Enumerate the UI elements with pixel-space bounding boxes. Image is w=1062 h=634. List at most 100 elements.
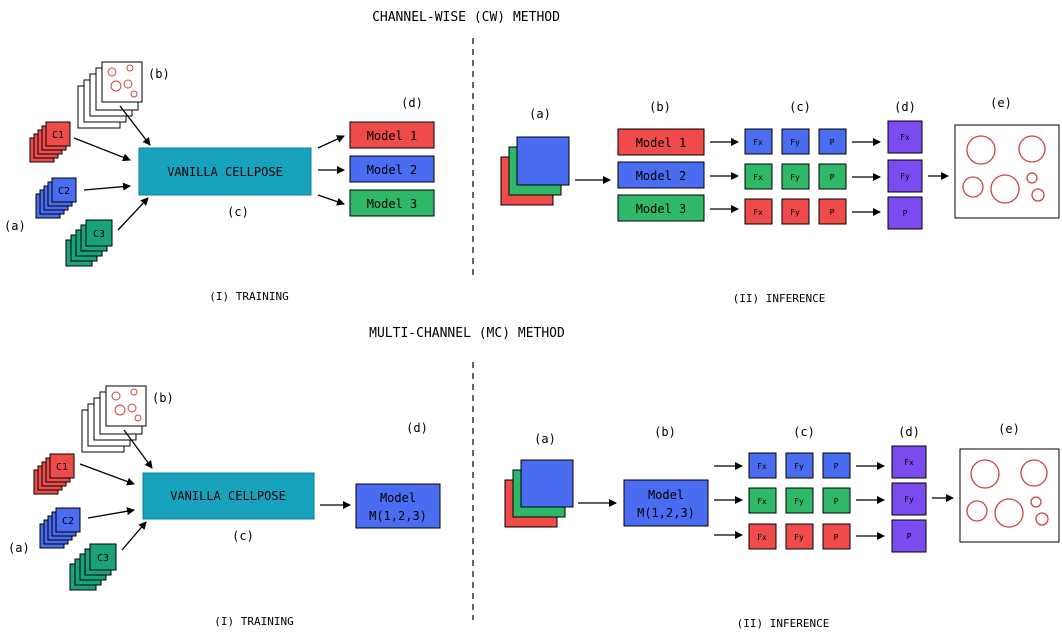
- mc-out-r1-fy: [785, 452, 814, 479]
- cw-train-model3-label: Model 3: [367, 197, 418, 211]
- cw-inf-model1: [617, 128, 705, 156]
- cw-merged-fx: [887, 120, 923, 154]
- cw-train-label-a: (a): [4, 219, 26, 233]
- cw-out-r1-p: [818, 128, 847, 155]
- cw-inf-label-a: (a): [529, 107, 551, 121]
- cw-arrow-model3: [317, 194, 345, 206]
- cw-out-r1-fy: [781, 128, 810, 155]
- mc-merged-p: [891, 519, 927, 553]
- mc-merged-p-label: P: [907, 532, 912, 541]
- mc-train-label-b: (b): [152, 391, 174, 405]
- cw-train-model1-label: Model 1: [367, 129, 418, 143]
- cw-train-model1: [349, 121, 435, 149]
- mc-mask-stack: [81, 385, 147, 453]
- mc-cellpose-box: [142, 472, 315, 520]
- cw-arrow-c1: [73, 137, 131, 162]
- cw-c2-stack: [35, 177, 77, 219]
- mc-out-r2-fx: [748, 487, 777, 514]
- cw-inf-model2: [617, 161, 705, 189]
- mc-out-r3-fx-label: Fx: [757, 533, 767, 542]
- cw-out-r3-p-label: P: [830, 208, 835, 217]
- cw-inf-label-d: (d): [894, 100, 916, 114]
- mc-merged-fy: [891, 482, 927, 516]
- cw-arrow-b: [119, 105, 151, 146]
- mc-arrow-b: [123, 429, 153, 469]
- mc-inf-label-e: (e): [998, 422, 1020, 436]
- mc-inf-model: [623, 479, 709, 527]
- cw-inf-label-e: (e): [990, 96, 1012, 110]
- mc-title: MULTI-CHANNEL (MC) METHOD: [369, 326, 565, 341]
- cw-train-model2: [349, 155, 435, 183]
- cw-c3-stack: [65, 219, 113, 267]
- mc-out-r1-p: [822, 452, 851, 479]
- mc-train-model: [355, 483, 441, 529]
- cw-out-r2-fx-label: Fx: [753, 173, 763, 182]
- cw-c1-stack: [29, 121, 71, 163]
- mc-train-model-line1: Model: [380, 491, 416, 505]
- cw-train-label-b: (b): [148, 67, 170, 81]
- cw-out-r3-p: [818, 198, 847, 225]
- mc-inf-label-a: (a): [534, 432, 556, 446]
- mc-out-r3-fy: [785, 523, 814, 550]
- cw-out-r3-fy: [781, 198, 810, 225]
- cw-out-r1-fy-label: Fy: [790, 138, 800, 147]
- cw-inf-model3-label: Model 3: [636, 202, 687, 216]
- mc-c1-label: C1: [56, 462, 68, 473]
- mc-c2-label: C2: [62, 516, 74, 527]
- cw-train-label-c: (c): [227, 205, 249, 219]
- mc-out-r3-p: [822, 523, 851, 550]
- mc-out-r2-p: [822, 487, 851, 514]
- cw-train-model2-label: Model 2: [367, 163, 418, 177]
- mc-out-r3-p-label: P: [834, 533, 839, 542]
- mc-out-r1-fx-label: Fx: [757, 462, 767, 471]
- mc-segmentation-result: [959, 448, 1060, 543]
- cw-inf-label-b: (b): [649, 100, 671, 114]
- cw-out-r1-fx: [744, 128, 773, 155]
- cw-inf-label-c: (c): [789, 100, 811, 114]
- mc-out-r2-fy: [785, 487, 814, 514]
- mc-inf-input-stack: [504, 459, 574, 528]
- mc-merged-fx-label: Fx: [904, 458, 914, 467]
- mc-c3-label: C3: [97, 553, 109, 564]
- cw-merged-fy-label: Fy: [900, 172, 910, 181]
- mc-inf-label-b: (b): [654, 425, 676, 439]
- mc-out-r2-p-label: P: [834, 497, 839, 506]
- cw-arrow-c2: [83, 182, 131, 191]
- cw-title: CHANNEL-WISE (CW) METHOD: [372, 10, 560, 25]
- cw-out-r2-fx: [744, 163, 773, 190]
- cw-out-r3-fy-label: Fy: [790, 208, 800, 217]
- cw-arrow-model1: [317, 135, 345, 149]
- cw-train-caption: (I) TRAINING: [209, 290, 288, 303]
- mc-c1-stack: [33, 453, 75, 495]
- cw-out-r3-fx: [744, 198, 773, 225]
- cw-train-model3: [349, 189, 435, 217]
- cw-cellpose-box: [138, 147, 312, 196]
- mc-c3-stack: [69, 543, 117, 591]
- mc-inf-model-line1: Model: [648, 488, 684, 502]
- cw-merged-fx-label: Fx: [900, 133, 910, 142]
- mc-merged-fx: [891, 445, 927, 479]
- mc-train-model-line2: M(1,2,3): [369, 509, 427, 523]
- mc-merged-fy-label: Fy: [904, 495, 914, 504]
- cw-inf-model3: [617, 194, 705, 222]
- mc-inf-caption: (II) INFERENCE: [737, 617, 830, 630]
- cw-segmentation-result: [954, 124, 1060, 219]
- mc-out-r3-fx: [748, 523, 777, 550]
- mc-out-r1-fy-label: Fy: [794, 462, 804, 471]
- cw-c1-label: C1: [52, 130, 64, 141]
- mc-inf-label-c: (c): [793, 425, 815, 439]
- cw-out-r1-fx-label: Fx: [753, 138, 763, 147]
- cw-merged-fy: [887, 159, 923, 193]
- mc-inf-label-d: (d): [898, 425, 920, 439]
- cw-merged-p: [887, 196, 923, 230]
- mc-cellpose-label: VANILLA CELLPOSE: [170, 489, 286, 503]
- mc-train-label-a: (a): [8, 541, 30, 555]
- cw-inf-model2-label: Model 2: [636, 169, 687, 183]
- cw-merged-p-label: P: [903, 209, 908, 218]
- cw-inf-model1-label: Model 1: [636, 136, 687, 150]
- mc-arrow-c1: [79, 463, 135, 486]
- mc-out-r2-fx-label: Fx: [757, 497, 767, 506]
- cw-inf-caption: (II) INFERENCE: [733, 292, 826, 305]
